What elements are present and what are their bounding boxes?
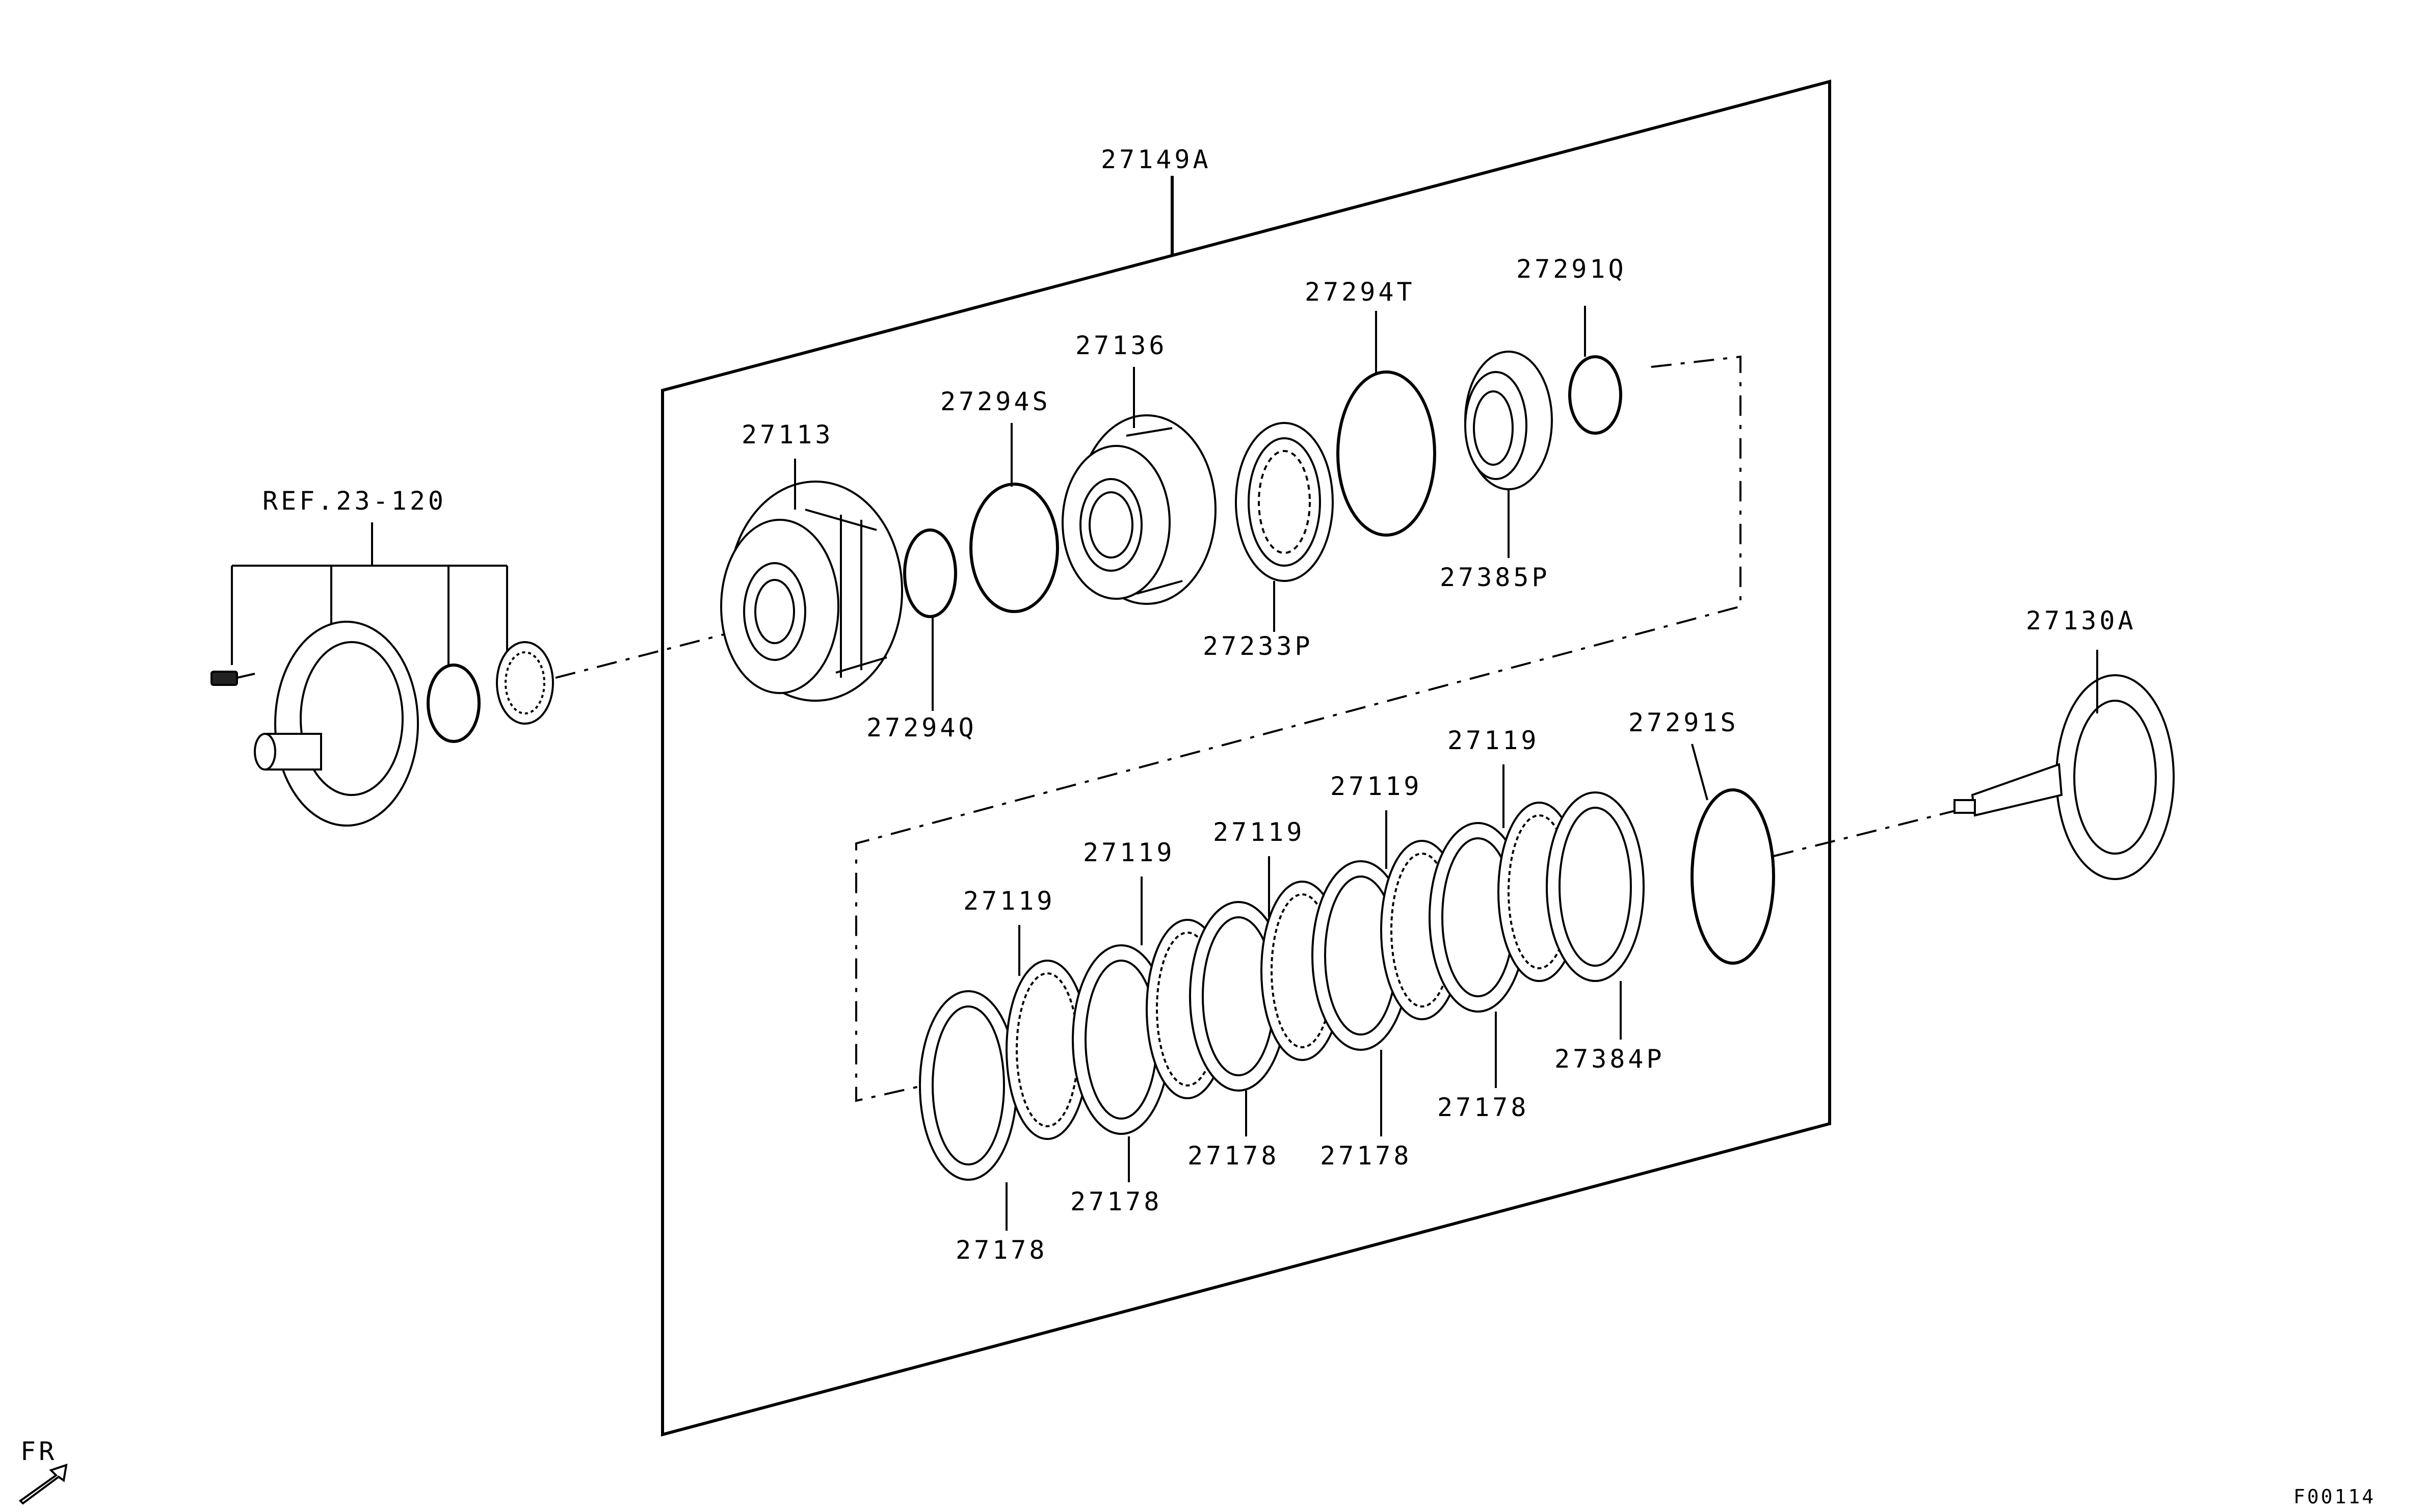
label-27233P: 27233P	[1203, 631, 1313, 661]
label-27385P: 27385P	[1440, 563, 1550, 592]
part-27136-hub	[1062, 414, 1217, 605]
centerline-upper	[555, 355, 1741, 1102]
part-27294Q-oring	[903, 528, 957, 618]
label-27119-b: 27119	[1083, 838, 1175, 867]
label-27178-b: 27178	[1070, 1187, 1163, 1216]
label-27294S: 27294S	[940, 387, 1051, 416]
label-27178-d: 27178	[1320, 1141, 1412, 1171]
part-27113-drum	[720, 481, 903, 702]
centerline-lower	[1773, 809, 1958, 857]
label-27119-d: 27119	[1330, 772, 1422, 801]
part-27294S-oring	[969, 483, 1059, 613]
label-27149A: 27149A	[1101, 145, 1211, 174]
part-27291S-snapring	[1691, 788, 1775, 965]
label-27136: 27136	[1075, 331, 1168, 360]
label-ref-23-120: REF.23-120	[262, 486, 446, 516]
label-27113: 27113	[742, 420, 834, 449]
clutch-pack	[919, 791, 1645, 1181]
label-27294T: 27294T	[1305, 277, 1415, 307]
label-fr: FR	[20, 1437, 57, 1466]
part-27291Q-snapring	[1568, 355, 1622, 435]
label-27130A: 27130A	[2026, 606, 2136, 635]
clutch-leaders	[1006, 764, 1622, 1231]
part-bolt	[210, 671, 255, 686]
label-27119-e: 27119	[1447, 726, 1540, 755]
label-27178-e: 27178	[1437, 1093, 1529, 1122]
ref-bracket	[231, 522, 508, 665]
label-27291S: 27291S	[1628, 708, 1739, 737]
label-27178-c: 27178	[1187, 1141, 1280, 1171]
assembly-frame	[661, 79, 1831, 1437]
part-thrust-bearing	[496, 641, 554, 725]
label-27178-a: 27178	[956, 1235, 1048, 1265]
drawing-code: F00114	[2293, 1486, 2375, 1508]
part-oil-pump	[254, 621, 419, 827]
label-27119-c: 27119	[1213, 817, 1305, 847]
part-pump-ring	[427, 664, 481, 743]
leader-27291S	[1691, 744, 1708, 801]
part-27294T-oring	[1336, 370, 1436, 537]
label-27384P: 27384P	[1554, 1044, 1665, 1074]
label-27119-a: 27119	[963, 886, 1055, 916]
front-arrow-icon	[18, 1464, 68, 1505]
label-27294Q: 27294Q	[866, 713, 977, 742]
part-27130A-shaft	[1953, 674, 2175, 880]
part-27233P-oneway-clutch	[1235, 422, 1334, 582]
label-27291Q: 27291Q	[1516, 254, 1627, 284]
part-27385P-piston	[1464, 351, 1553, 490]
